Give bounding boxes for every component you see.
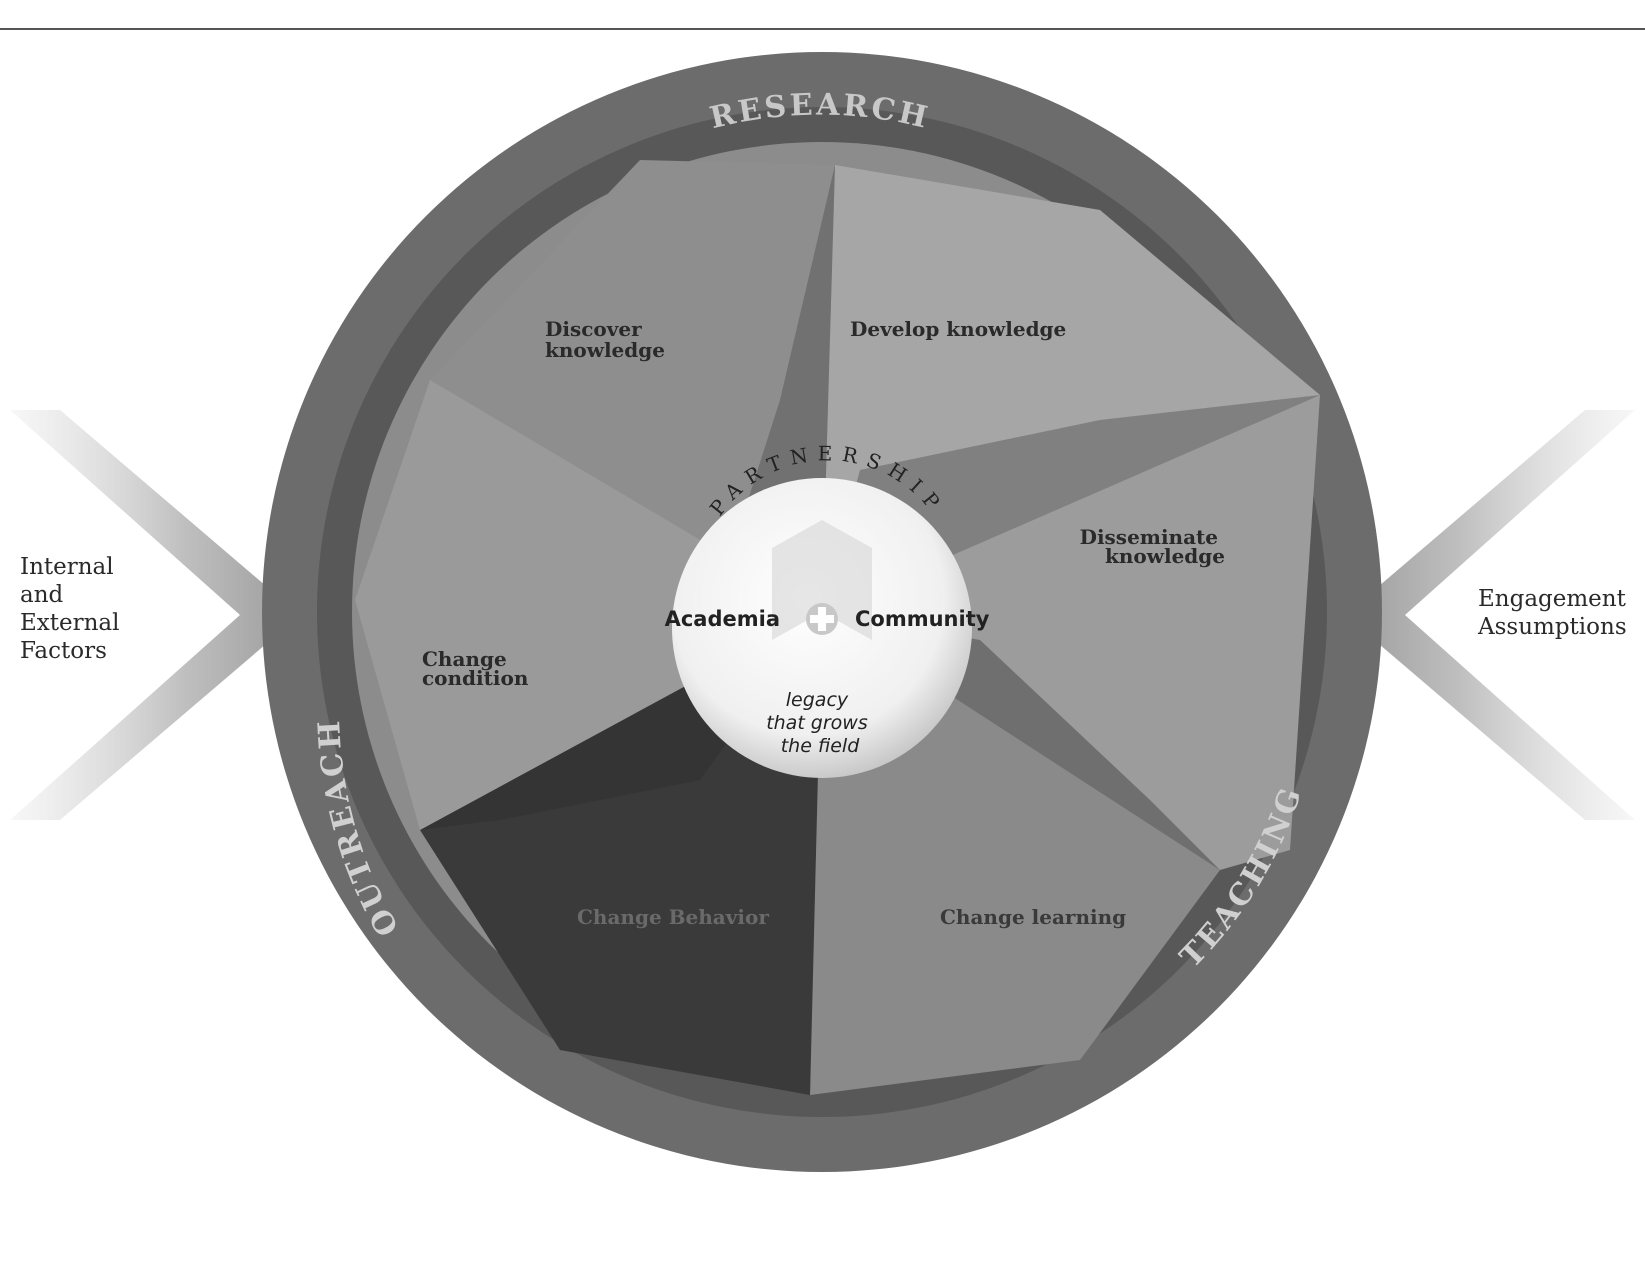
hub-legacy-line2: that grows [766,712,868,734]
right-assumptions-line: Engagement [1478,585,1627,613]
label-discover-line2: knowledge [545,338,665,362]
label-change-behavior: Change Behavior [577,905,769,929]
left-factors-line: Factors [20,637,120,665]
hub-label-community: Community [855,607,990,631]
label-discover-knowledge: Discover knowledge [545,317,665,362]
left-factors-label: Internal and External Factors [20,553,120,665]
label-develop-knowledge: Develop knowledge [850,317,1066,341]
label-change-condition: Change condition [422,647,529,690]
left-factors-line: Internal [20,553,120,581]
right-assumptions-line: Assumptions [1478,613,1627,641]
plus-icon [806,603,838,635]
hub-legacy-line1: legacy [786,689,849,711]
label-disseminate-line2: knowledge [1105,544,1225,568]
hub-label-academia: Academia [665,607,780,631]
right-assumptions-label: Engagement Assumptions [1478,585,1627,641]
hub-legacy-line3: the field [781,735,860,757]
left-factors-line: and [20,581,120,609]
label-change-learning: Change learning [940,905,1126,929]
left-factors-line: External [20,609,120,637]
label-condition-line2: condition [422,666,529,690]
